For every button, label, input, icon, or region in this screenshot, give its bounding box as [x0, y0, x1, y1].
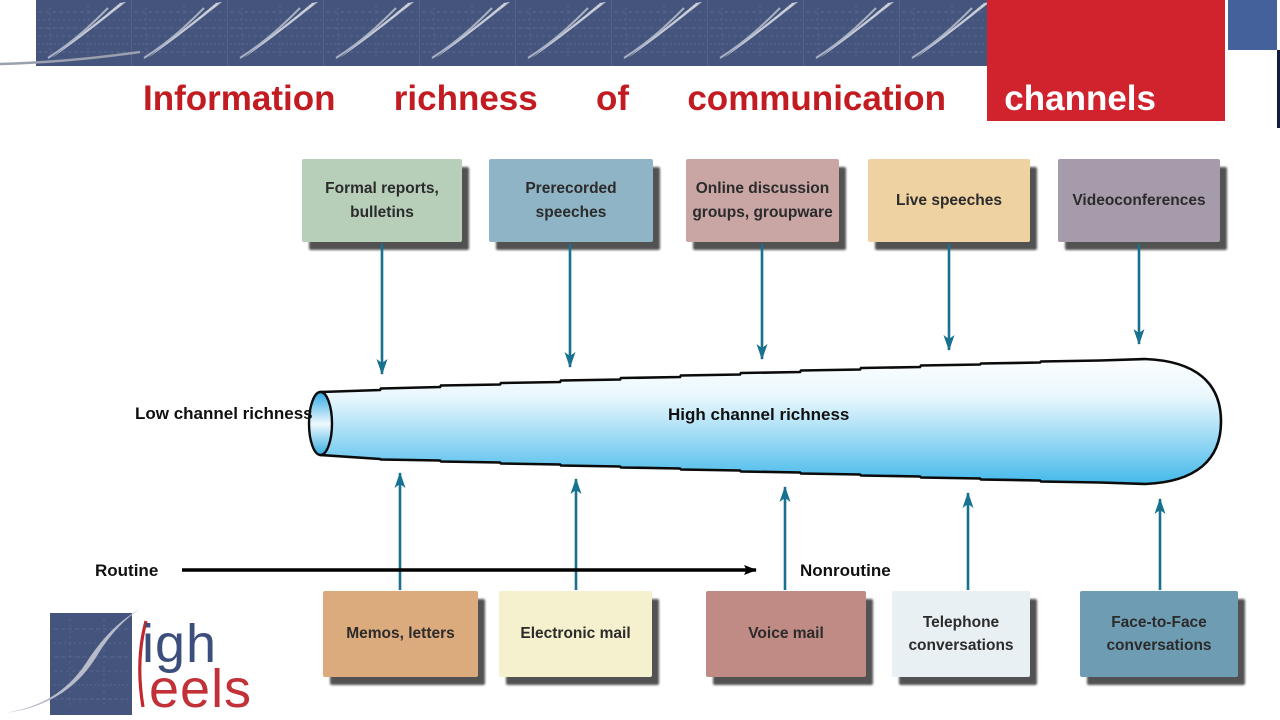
- header-edge-line: [1277, 50, 1280, 128]
- title-word: Information: [143, 79, 336, 118]
- channel-box-online-discussion: Online discussion groups, groupware: [686, 159, 839, 242]
- logo-text-igh: igh: [142, 614, 218, 674]
- channel-box-telephone-conversations: Telephone conversations: [892, 591, 1030, 677]
- header-red-block: [987, 0, 1225, 121]
- channel-box-electronic-mail: Electronic mail: [499, 591, 652, 677]
- up-arrows: [394, 472, 1166, 590]
- channel-box-live-speeches: Live speeches: [868, 159, 1030, 242]
- title-word: communication: [687, 79, 946, 118]
- title-word-highlight: channels: [1004, 79, 1156, 118]
- high-richness-label: High channel richness: [668, 405, 850, 424]
- channel-box-voice-mail: Voice mail: [706, 591, 866, 677]
- nonroutine-label: Nonroutine: [800, 561, 891, 580]
- title-word: richness: [393, 79, 538, 118]
- heel-swoosh: [5, 609, 140, 713]
- low-richness-label: Low channel richness: [135, 404, 313, 423]
- channel-box-videoconferences: Videoconferences: [1058, 159, 1220, 242]
- routine-label: Routine: [95, 561, 159, 580]
- title-word: of: [596, 79, 630, 118]
- banner-swoosh-tail: [0, 50, 140, 66]
- header-banner-pattern: [36, 0, 988, 66]
- header-blue-square: [1228, 0, 1277, 50]
- channel-box-memos-letters: Memos, letters: [323, 591, 478, 677]
- channel-box-face-to-face: Face-to-Face conversations: [1080, 591, 1238, 677]
- logo-text-eels: eels: [149, 659, 253, 719]
- page-title: Information richness of communication ch…: [143, 79, 1156, 119]
- channel-box-formal-reports: Formal reports, bulletins: [302, 159, 462, 242]
- down-arrows: [376, 244, 1145, 375]
- channel-box-prerecorded-speeches: Prerecorded speeches: [489, 159, 653, 242]
